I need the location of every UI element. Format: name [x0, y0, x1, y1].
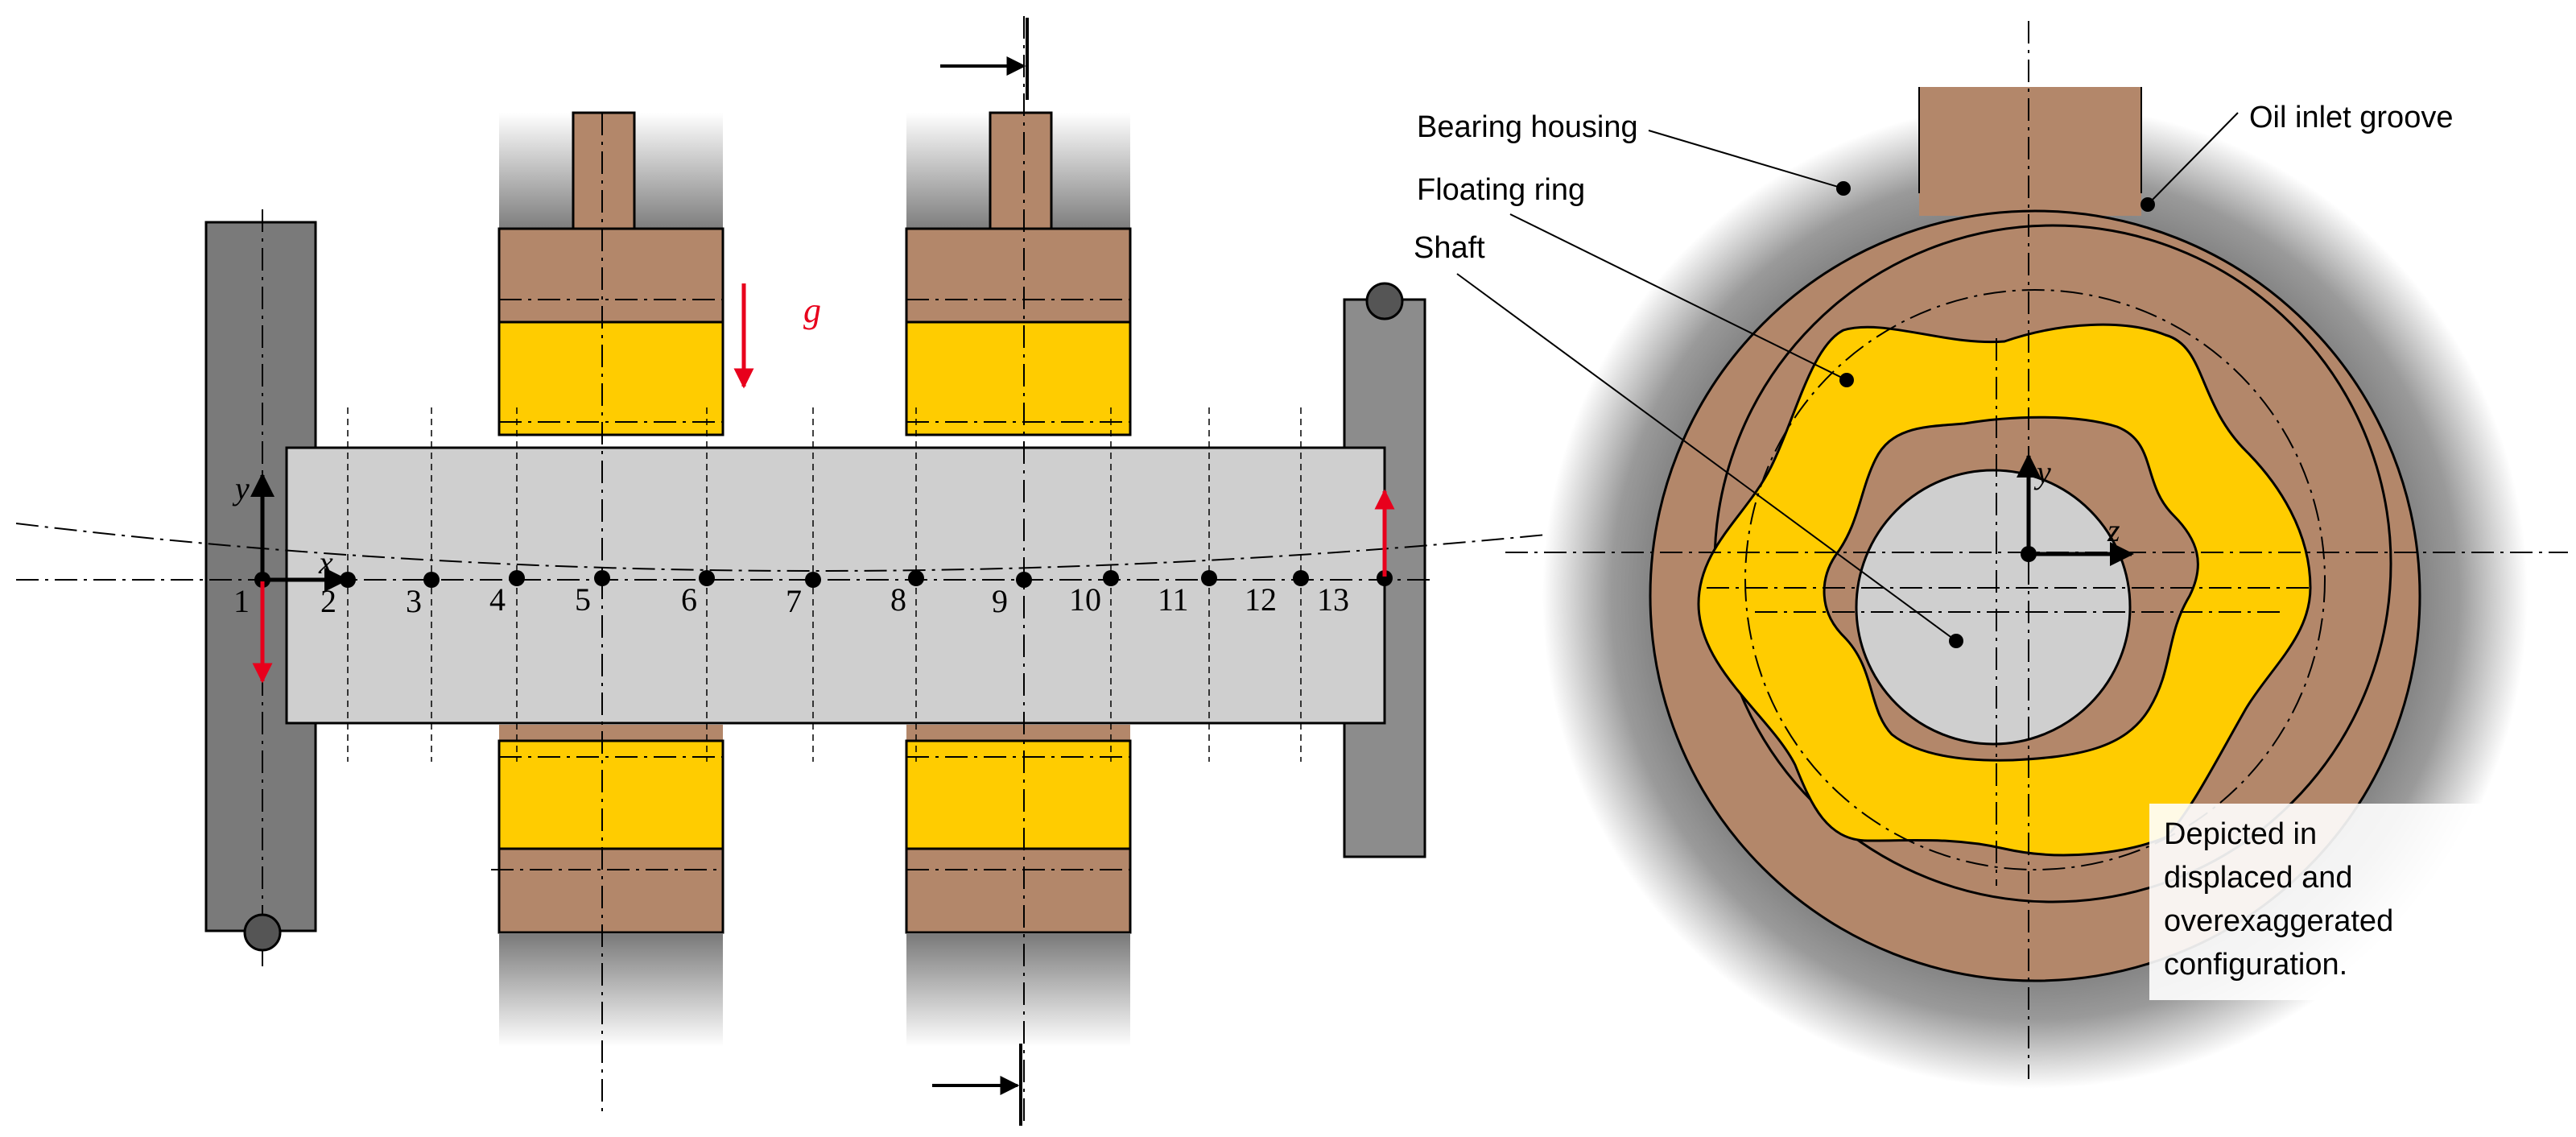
leader-floating-ring [1509, 213, 1847, 381]
node-8-dot [908, 570, 924, 586]
label-floating-ring: Floating ring [1417, 173, 1585, 207]
node-label-6: 6 [681, 581, 697, 618]
note-line-2: displaced and [2164, 861, 2353, 895]
cross-section-view: y z Bearing housing Floating ring Shaft … [1414, 21, 2568, 1089]
shaft-section [1855, 469, 2132, 746]
node-5-dot [594, 570, 610, 586]
leader-bearing-housing [1648, 130, 1844, 189]
node-label-10: 10 [1069, 581, 1101, 618]
label-shaft: Shaft [1414, 231, 1485, 265]
node-7-dot [805, 572, 821, 588]
reference-circle [1744, 289, 2326, 870]
leader-oil-inlet-groove [2147, 112, 2239, 205]
x-axis-label: x [318, 544, 333, 581]
node-10-dot [1103, 570, 1119, 586]
node-12-dot [1293, 570, 1309, 586]
label-bearing-housing: Bearing housing [1417, 110, 1638, 144]
node-4-dot [509, 570, 525, 586]
node-11-dot [1201, 570, 1217, 586]
node-9-dot [1016, 572, 1032, 588]
note-line-4: configuration. [2164, 948, 2347, 982]
node-label-9: 9 [992, 583, 1008, 619]
oil-inlet-groove [1919, 87, 2141, 216]
note-line-1: Depicted in [2164, 817, 2317, 851]
shaft-body [285, 446, 1386, 725]
shaft-nodes [254, 570, 1393, 588]
node-3-dot [423, 572, 440, 588]
gravity-label: g [803, 291, 821, 330]
node-label-7: 7 [786, 583, 802, 619]
note-line-3: overexaggerated [2164, 904, 2393, 938]
node-label-5: 5 [575, 581, 591, 618]
bearing-1 [491, 111, 724, 1047]
node-label-4: 4 [489, 581, 506, 618]
node-label-1: 1 [233, 583, 250, 619]
leader-shaft [1456, 273, 1957, 642]
node-labels: 1 2 3 4 5 6 7 8 9 10 11 12 13 [233, 581, 1349, 619]
node-station-lines [347, 407, 1302, 762]
y-axis-label: y [232, 470, 250, 506]
bearing-2 [905, 111, 1132, 1047]
longitudinal-view: 1 2 3 4 5 6 7 8 9 10 11 12 13 x y g [15, 16, 1683, 1127]
node-6-dot [699, 570, 715, 586]
section-z-label: z [2107, 512, 2120, 548]
deflection-curve [15, 519, 1683, 572]
left-support-pivot [243, 913, 282, 952]
right-support-pivot [1365, 282, 1404, 320]
node-13-dot [1377, 570, 1393, 586]
node-label-13: 13 [1317, 581, 1349, 618]
label-oil-inlet-groove: Oil inlet groove [2249, 101, 2453, 134]
node-label-11: 11 [1158, 581, 1189, 618]
node-label-3: 3 [406, 583, 422, 619]
node-label-12: 12 [1245, 581, 1277, 618]
note-box [2149, 804, 2487, 1000]
section-y-label: y [2033, 454, 2051, 490]
node-label-8: 8 [890, 581, 906, 618]
node-label-2: 2 [320, 583, 336, 619]
